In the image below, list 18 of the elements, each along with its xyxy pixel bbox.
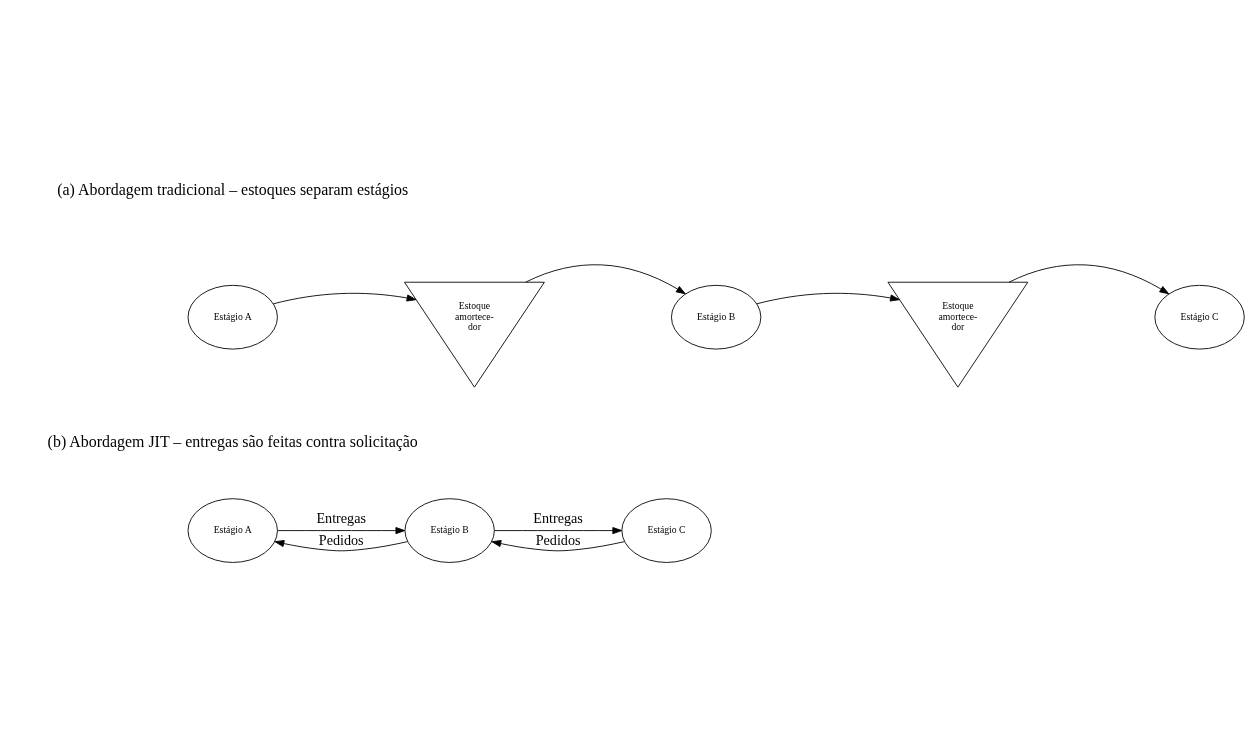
edge-label: Pedidos [535,531,581,548]
arrow [277,527,406,535]
node-ellipse: Estágio A [187,284,278,350]
edge-label: Pedidos [318,531,364,548]
arrow [1008,264,1170,295]
edge-label: Entregas [533,510,583,527]
arrow [525,264,686,295]
label: (a) Abordagem tradicional – estoques separam estágios [57,181,409,199]
arrow [491,540,625,552]
arrow [272,292,417,305]
arrow [274,540,408,552]
node-ellipse: Estágio B [404,498,495,563]
node-ellipse: Estágio A [187,498,278,563]
arrow [494,527,623,535]
node-ellipse: Estágio C [621,498,712,563]
label: (b) Abordagem JIT – entregas são feitas contra solicitação [47,432,418,450]
edge-label: Entregas [316,510,366,527]
arrow [756,292,900,305]
